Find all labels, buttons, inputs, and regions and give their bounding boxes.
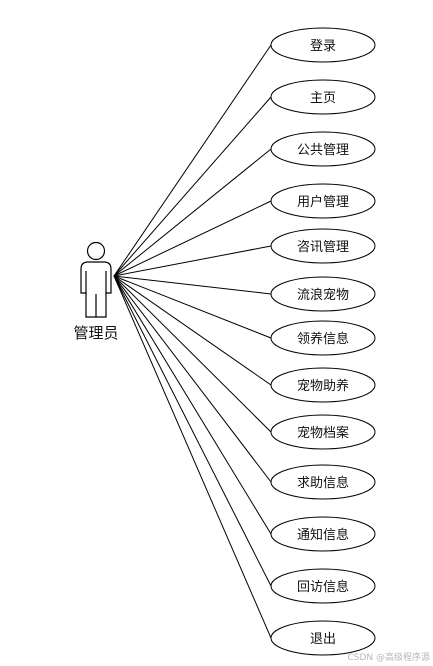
use-case-ellipse xyxy=(270,464,376,500)
use-case-label: 公共管理 xyxy=(297,143,349,158)
association-line xyxy=(113,275,272,483)
use-case-ellipse xyxy=(270,516,376,552)
association-line xyxy=(113,245,272,277)
use-case: 流浪宠物 xyxy=(270,276,376,312)
association-line xyxy=(113,275,272,339)
use-case: 宠物助养 xyxy=(270,367,376,403)
use-case-ellipse xyxy=(270,320,376,356)
use-case: 宠物档案 xyxy=(270,414,376,450)
use-case-label: 登录 xyxy=(310,39,336,54)
use-case-label: 回访信息 xyxy=(297,579,349,595)
use-case-ellipse xyxy=(270,79,376,115)
use-case-label: 主页 xyxy=(310,91,336,106)
use-case-label: 通知信息 xyxy=(297,527,349,543)
use-case: 登录 xyxy=(270,27,376,63)
use-case: 主页 xyxy=(270,79,376,115)
use-case: 求助信息 xyxy=(270,464,376,500)
use-case-label: 宠物档案 xyxy=(297,425,349,441)
use-case-label: 咨讯管理 xyxy=(297,240,349,255)
use-case: 通知信息 xyxy=(270,516,376,552)
use-case-label: 流浪宠物 xyxy=(297,287,349,303)
association-line xyxy=(113,96,272,277)
actor: 管理员 xyxy=(73,241,119,342)
association-line xyxy=(113,275,272,295)
use-case: 咨讯管理 xyxy=(270,228,376,264)
use-case: 退出 xyxy=(270,620,376,656)
use-case: 回访信息 xyxy=(270,568,376,604)
use-case-ellipse xyxy=(270,183,376,219)
stick-figure-actor-icon xyxy=(80,241,112,318)
use-case-label: 求助信息 xyxy=(297,475,349,491)
association-line xyxy=(113,275,272,386)
use-case-ellipse xyxy=(270,27,376,63)
association-line xyxy=(113,200,272,277)
use-case: 用户管理 xyxy=(270,183,376,219)
association-line xyxy=(113,275,272,639)
use-case-ellipse xyxy=(270,228,376,264)
use-case-label: 宠物助养 xyxy=(297,378,349,394)
actor-label: 管理员 xyxy=(73,324,118,342)
association-line xyxy=(113,275,272,587)
association-line xyxy=(113,148,272,277)
use-case-ellipse xyxy=(270,568,376,604)
use-case-label: 领养信息 xyxy=(297,331,349,347)
use-case-label: 用户管理 xyxy=(297,194,349,210)
use-case-ellipse xyxy=(270,276,376,312)
association-line xyxy=(113,275,272,535)
association-lines xyxy=(113,44,272,639)
use-case-ellipse xyxy=(270,131,376,167)
watermark: CSDN @高级程序源 xyxy=(347,651,430,663)
use-cases: 登录主页公共管理用户管理咨讯管理流浪宠物领养信息宠物助养宠物档案求助信息通知信息… xyxy=(270,27,376,656)
use-case: 公共管理 xyxy=(270,131,376,167)
association-line xyxy=(113,275,272,433)
use-case-label: 退出 xyxy=(310,632,336,647)
use-case-ellipse xyxy=(270,620,376,656)
use-case-ellipse xyxy=(270,414,376,450)
association-line xyxy=(113,44,272,277)
use-case: 领养信息 xyxy=(270,320,376,356)
use-case-ellipse xyxy=(270,367,376,403)
